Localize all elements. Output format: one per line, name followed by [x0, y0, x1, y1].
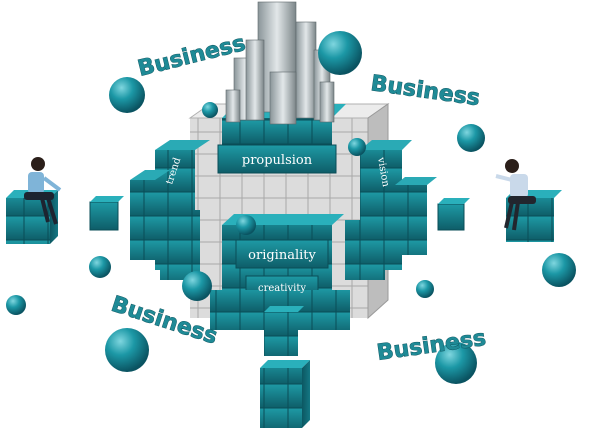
left-teal-wing	[130, 140, 210, 280]
sphere	[6, 295, 26, 315]
sphere	[542, 253, 576, 287]
originality-label: originality	[248, 248, 316, 263]
cube-bottom	[260, 360, 310, 428]
sphere	[318, 31, 362, 75]
skyscraper-cluster	[225, 1, 335, 125]
floating-spheres	[6, 31, 576, 384]
sphere	[457, 124, 485, 152]
sphere	[236, 215, 256, 235]
central-cube-structure	[130, 1, 437, 356]
sphere	[182, 271, 212, 301]
vision-label: vision	[375, 156, 391, 189]
sphere	[435, 342, 477, 384]
sphere	[348, 138, 366, 156]
creativity-label: creativity	[258, 283, 306, 294]
front-teal-block	[210, 214, 350, 356]
sphere	[89, 256, 111, 278]
cube-right-small	[437, 198, 470, 231]
businessman-figure	[495, 159, 536, 231]
sphere	[105, 328, 149, 372]
cube-left-small	[89, 196, 124, 231]
right-teal-wing	[345, 140, 437, 280]
sphere	[109, 77, 145, 113]
floating-cubes	[6, 190, 562, 428]
propulsion-label: propulsion	[242, 153, 313, 168]
businesswoman-figure	[24, 157, 62, 225]
sphere	[416, 280, 434, 298]
business-label-top-left: Business	[135, 31, 248, 82]
sphere	[202, 102, 218, 118]
